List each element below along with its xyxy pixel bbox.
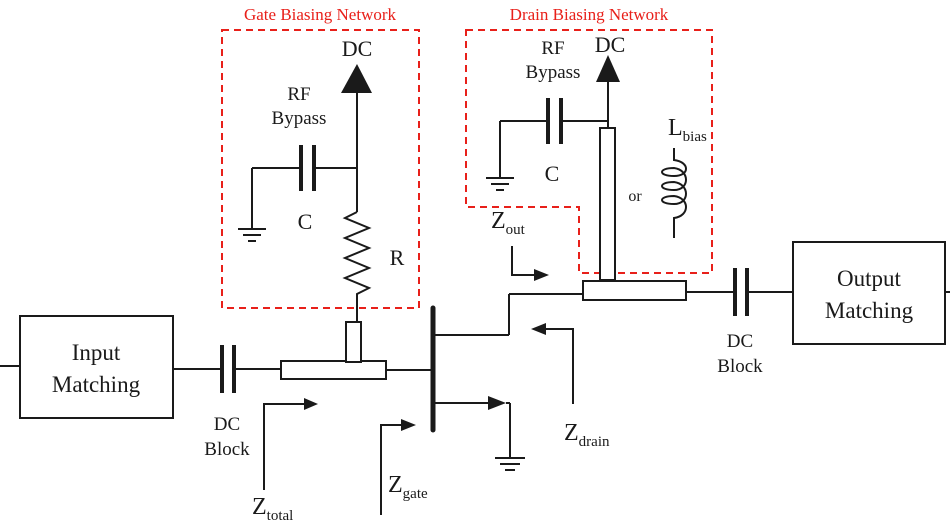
output-matching-line1: Output: [837, 266, 902, 291]
drain-network-border: [465, 29, 713, 274]
drain-ground-icon: [486, 177, 514, 191]
z-out-label: Zout: [491, 208, 526, 238]
z-gate-arrow-icon: [401, 419, 416, 431]
drain-dc-label: DC: [595, 32, 626, 57]
dc-block-in-line1: DC: [214, 414, 240, 435]
gate-dc-label: DC: [342, 36, 373, 61]
gate-res-label: R: [390, 245, 405, 270]
dc-block-in-line2: Block: [204, 439, 250, 460]
transistor-icon: [430, 293, 583, 458]
gate-biasing-network: Gate Biasing Network DC RF Bypass C R: [221, 5, 420, 322]
z-drain-label: Zdrain: [564, 420, 610, 450]
input-matching-block: Input Matching: [19, 315, 174, 419]
drain-dc-arrow-icon: [596, 55, 620, 82]
output-matching-line2: Matching: [825, 298, 914, 323]
z-total-label: Ztotal: [252, 494, 293, 524]
z-gate-marker: Zgate: [380, 419, 428, 515]
gate-network-title: Gate Biasing Network: [244, 5, 397, 24]
drain-bias-line: [599, 127, 616, 281]
input-matching-line2: Matching: [52, 372, 141, 397]
dc-block-out-line1: DC: [727, 331, 753, 352]
or-label: or: [628, 188, 642, 205]
drain-bypass-label: Bypass: [526, 62, 581, 83]
drain-cap-label: C: [545, 161, 560, 186]
z-total-marker: Ztotal: [252, 398, 318, 524]
gate-rf-label: RF: [287, 84, 310, 105]
z-out-marker: Zout: [491, 208, 549, 281]
gate-cap-label: C: [298, 209, 313, 234]
gate-bypass-label: Bypass: [272, 108, 327, 129]
l-bias-label: Lbias: [668, 115, 707, 145]
dc-block-out-line2: Block: [717, 356, 763, 377]
gate-dc-arrow-icon: [341, 64, 372, 93]
drain-biasing-network: Drain Biasing Network DC RF Bypass C Lbi…: [465, 5, 713, 281]
drain-network-title: Drain Biasing Network: [510, 5, 669, 24]
drain-t-line: [582, 280, 687, 301]
inductor-icon: [661, 148, 687, 238]
source-ground-icon: [495, 457, 525, 471]
gate-t-line: [280, 321, 387, 380]
input-matching-line1: Input: [72, 340, 121, 365]
z-total-arrow-icon: [304, 398, 318, 410]
gate-resistor: [342, 211, 372, 322]
output-matching-block: Output Matching: [792, 241, 946, 345]
gate-ground-icon: [238, 228, 266, 242]
z-gate-label: Zgate: [388, 472, 428, 502]
z-drain-arrow-icon: [531, 323, 546, 335]
gate-network-border: [221, 29, 420, 309]
z-out-arrow-icon: [534, 269, 549, 281]
drain-rf-label: RF: [541, 38, 564, 59]
z-drain-marker: Zdrain: [531, 323, 610, 450]
